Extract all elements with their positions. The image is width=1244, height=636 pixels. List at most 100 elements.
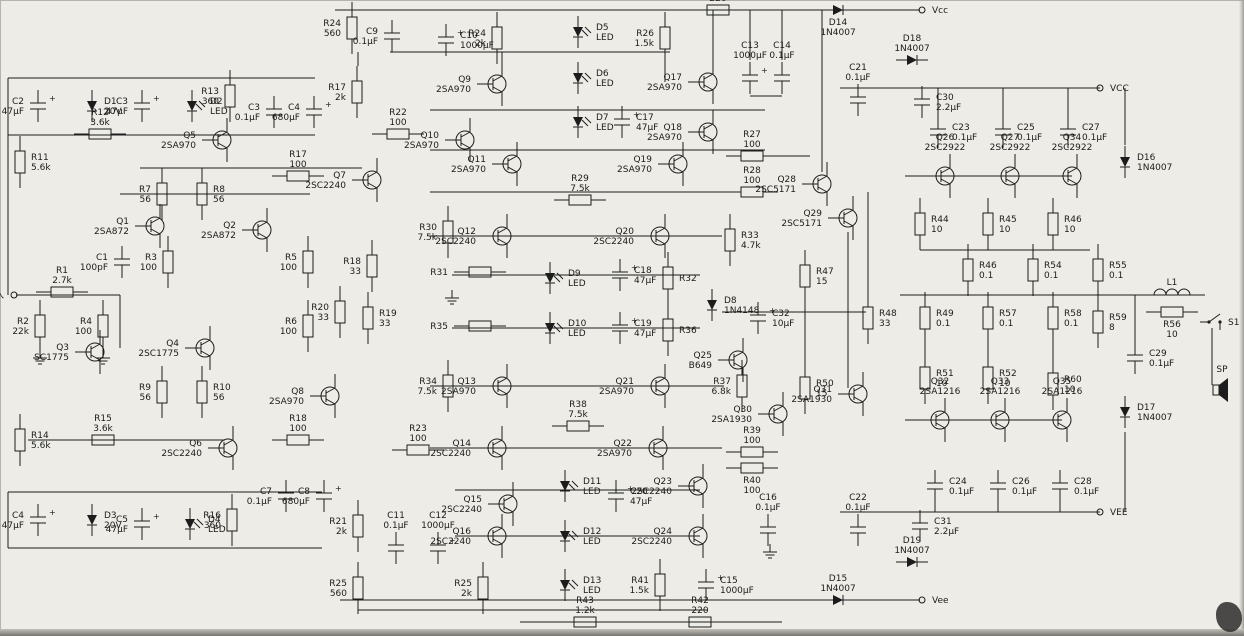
svg-text:Q26: Q26 (936, 133, 955, 143)
component-R61: R61220 (692, 0, 744, 16)
svg-text:Q6: Q6 (189, 439, 202, 449)
svg-text:LED: LED (596, 33, 614, 43)
svg-text:10: 10 (931, 225, 943, 235)
svg-text:2k: 2k (335, 93, 347, 103)
svg-text:47μF: 47μF (106, 525, 128, 535)
svg-text:Q11: Q11 (467, 155, 486, 165)
svg-text:Q23: Q23 (653, 477, 672, 487)
svg-text:56: 56 (140, 195, 152, 205)
svg-text:R2: R2 (17, 317, 29, 327)
svg-text:R8: R8 (213, 185, 225, 195)
svg-text:Q25: Q25 (693, 351, 712, 361)
svg-text:D10: D10 (568, 319, 587, 329)
svg-text:R3: R3 (145, 253, 157, 263)
svg-text:Q4: Q4 (166, 339, 179, 349)
svg-text:Q30: Q30 (733, 405, 752, 415)
svg-text:+: + (633, 110, 640, 119)
svg-text:2SC2922: 2SC2922 (1052, 143, 1093, 153)
svg-text:C27: C27 (1082, 123, 1100, 133)
svg-text:680μF: 680μF (272, 113, 300, 123)
svg-text:R55: R55 (1109, 261, 1127, 271)
svg-text:2SA1930: 2SA1930 (711, 415, 752, 425)
svg-text:2SA970: 2SA970 (436, 85, 471, 95)
svg-text:R36: R36 (679, 326, 697, 336)
svg-text:10: 10 (999, 225, 1011, 235)
svg-text:R20: R20 (311, 303, 329, 313)
svg-text:R34: R34 (419, 377, 437, 387)
svg-text:5.6k: 5.6k (31, 441, 51, 451)
svg-text:560: 560 (330, 589, 347, 599)
svg-text:Q32: Q32 (931, 377, 950, 387)
svg-text:C22: C22 (849, 493, 867, 503)
svg-text:D3: D3 (104, 511, 117, 521)
svg-text:0.1μF: 0.1μF (949, 487, 974, 497)
svg-text:Q2: Q2 (223, 221, 236, 231)
svg-text:56: 56 (213, 195, 225, 205)
svg-text:20V: 20V (104, 521, 122, 531)
svg-text:+: + (153, 512, 160, 521)
svg-text:LED: LED (583, 537, 601, 547)
svg-text:R24: R24 (323, 19, 341, 29)
svg-text:4.7k: 4.7k (741, 241, 761, 251)
svg-text:3.6k: 3.6k (90, 118, 110, 128)
svg-text:360: 360 (204, 521, 221, 531)
svg-text:2.2μF: 2.2μF (936, 103, 961, 113)
svg-text:Q14: Q14 (452, 439, 471, 449)
svg-text:+: + (49, 94, 56, 103)
svg-text:R59: R59 (1109, 313, 1127, 323)
svg-text:Q8: Q8 (291, 387, 304, 397)
svg-text:+: + (627, 484, 634, 493)
svg-text:2SC2240: 2SC2240 (161, 449, 202, 459)
svg-text:2k: 2k (475, 39, 487, 49)
svg-text:Q16: Q16 (452, 527, 471, 537)
svg-text:R5: R5 (285, 253, 297, 263)
svg-text:100: 100 (389, 118, 406, 128)
svg-text:R7: R7 (139, 185, 151, 195)
svg-text:100: 100 (743, 140, 760, 150)
svg-text:B649: B649 (689, 361, 713, 371)
svg-text:Q35: Q35 (1053, 377, 1072, 387)
svg-text:R33: R33 (741, 231, 759, 241)
terminal-VEE: VEE (1088, 508, 1128, 518)
component-C3: C30.1μF (235, 96, 282, 128)
svg-text:R23: R23 (409, 424, 427, 434)
svg-text:R28: R28 (743, 166, 761, 176)
svg-text:47μF: 47μF (636, 123, 658, 133)
svg-text:15: 15 (816, 389, 827, 399)
svg-text:47μF: 47μF (630, 497, 652, 507)
